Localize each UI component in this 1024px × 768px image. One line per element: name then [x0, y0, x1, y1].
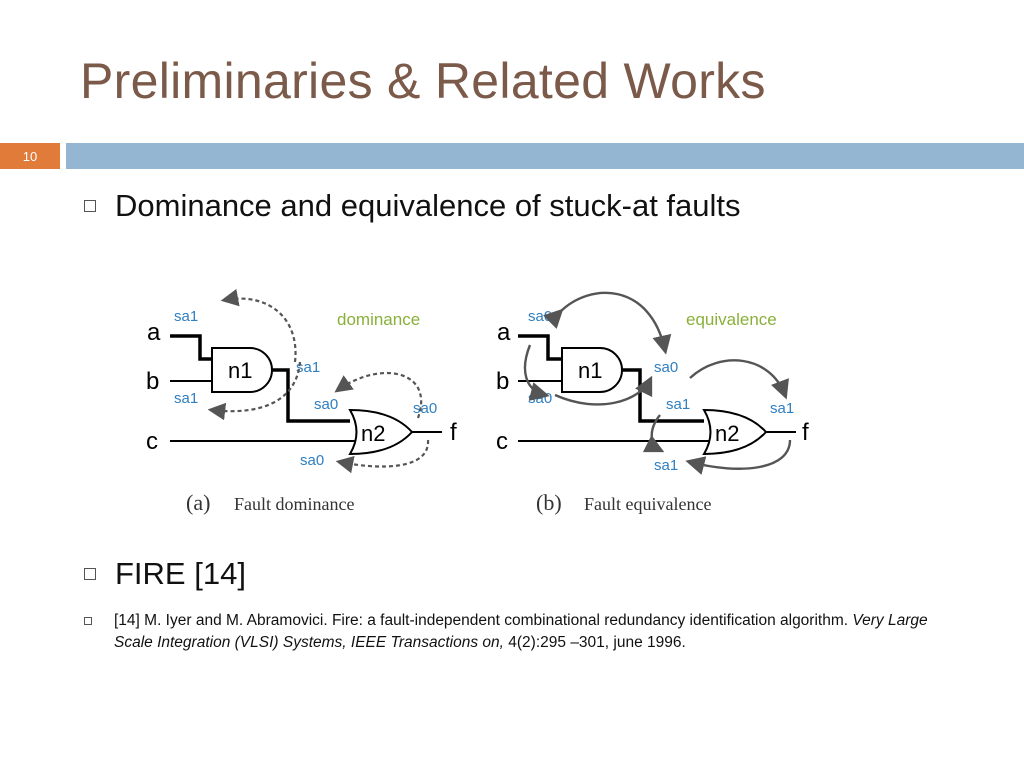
dashed-arrow	[207, 361, 302, 421]
bullet-square-icon	[84, 568, 96, 580]
caption: Fault dominance	[234, 494, 354, 514]
bullet-text: Dominance and equivalence of stuck-at fa…	[115, 188, 741, 223]
solid-arrow	[523, 344, 550, 401]
diagram-b: n1 n2 a b c f sa0 sa0 sa0 sa1 sa1 sa1 eq…	[496, 291, 809, 515]
fault-label: sa1	[770, 400, 794, 417]
solid-arrow	[685, 439, 792, 475]
reference-text: [14] M. Iyer and M. Abramovici. Fire: a …	[114, 610, 964, 654]
caption: Fault equivalence	[584, 494, 711, 514]
input-c-label: c	[496, 428, 508, 455]
reference-journal: Very Large Scale Integration (VLSI) Syst…	[114, 612, 928, 651]
fault-label: sa1	[174, 390, 198, 407]
fault-label: sa1	[654, 457, 678, 474]
gate-n1-label: n1	[228, 358, 252, 383]
caption-tag: (a)	[186, 490, 210, 515]
solid-arrow	[554, 375, 653, 406]
reference-suffix: 4(2):295 –301, june 1996.	[503, 634, 686, 651]
header-bar	[66, 143, 1024, 169]
fault-label: sa0	[654, 359, 678, 376]
fault-label: sa0	[314, 396, 338, 413]
wire-n1-out	[272, 368, 350, 423]
gate-n2-label: n2	[715, 421, 739, 446]
output-f-label: f	[450, 419, 457, 446]
input-b-label: b	[496, 368, 509, 395]
bullet-item: FIRE [14]	[84, 556, 246, 592]
fault-label: sa1	[174, 308, 198, 325]
gate-n1-label: n1	[578, 358, 602, 383]
fault-label: sa0	[528, 308, 552, 325]
bullet-square-icon	[84, 617, 92, 625]
bullet-item: Dominance and equivalence of stuck-at fa…	[84, 188, 741, 224]
gate-n2-label: n2	[361, 421, 385, 446]
solid-arrow	[689, 359, 789, 400]
gate-n2	[702, 408, 768, 456]
gate-n2	[348, 408, 414, 456]
solid-arrow	[543, 291, 672, 355]
reference-prefix: [14] M. Iyer and M. Abramovici. Fire: a …	[114, 612, 853, 629]
output-f-label: f	[802, 419, 809, 446]
relation-label: equivalence	[686, 310, 777, 329]
fault-label: sa1	[296, 359, 320, 376]
reference-item: [14] M. Iyer and M. Abramovici. Fire: a …	[84, 610, 964, 654]
solid-arrow	[642, 414, 665, 453]
slide-title: Preliminaries & Related Works	[80, 53, 766, 109]
bullet-square-icon	[84, 200, 96, 212]
fault-label: sa0	[300, 452, 324, 469]
input-a-label: a	[497, 319, 511, 346]
bullet-text: FIRE [14]	[115, 556, 246, 591]
input-a-label: a	[147, 319, 161, 346]
dashed-arrow	[334, 371, 423, 419]
slide-number: 10	[0, 143, 60, 169]
fault-label: sa0	[413, 400, 437, 417]
fault-label: sa1	[666, 396, 690, 413]
wire-a	[518, 334, 562, 361]
dashed-arrow	[335, 439, 430, 474]
caption-tag: (b)	[536, 490, 562, 515]
input-b-label: b	[146, 368, 159, 395]
gate-n1	[211, 347, 273, 393]
diagram-a: n1 n2 a b c f sa1 sa1 sa1 sa0 sa0 sa0 do…	[146, 288, 457, 515]
relation-label: dominance	[337, 310, 420, 329]
input-c-label: c	[146, 428, 158, 455]
wire-a	[170, 334, 212, 361]
